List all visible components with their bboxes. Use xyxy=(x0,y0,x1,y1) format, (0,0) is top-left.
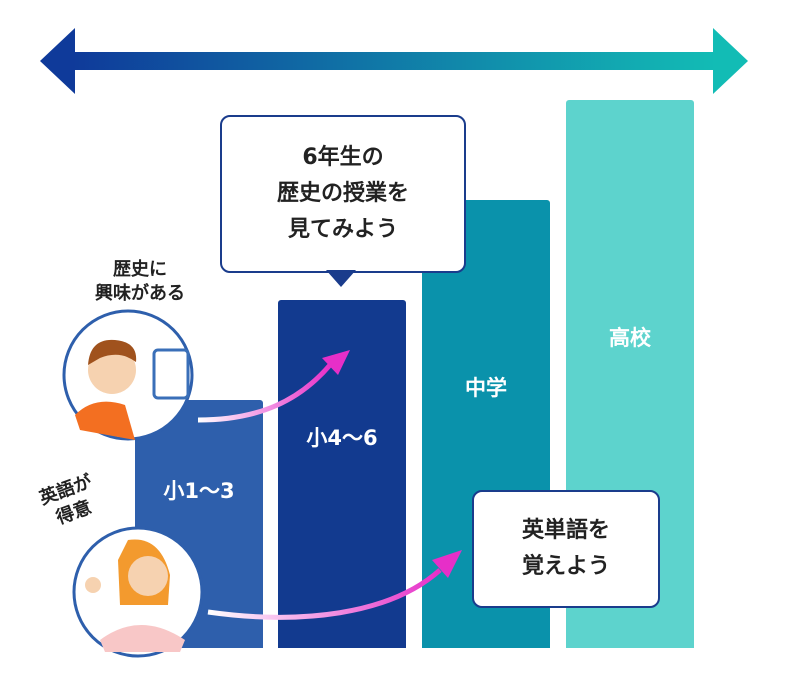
bar-elementary-upper: 小4〜6 xyxy=(278,300,406,648)
timeline-arrow xyxy=(40,28,748,94)
callout-history: 6年生の 歴史の授業を 見てみよう xyxy=(220,115,466,273)
callout-english: 英単語を 覚えよう xyxy=(472,490,660,608)
student-history-label: 歴史に 興味がある xyxy=(95,259,185,304)
bar-elementary-lower: 小1〜3 xyxy=(135,400,263,648)
